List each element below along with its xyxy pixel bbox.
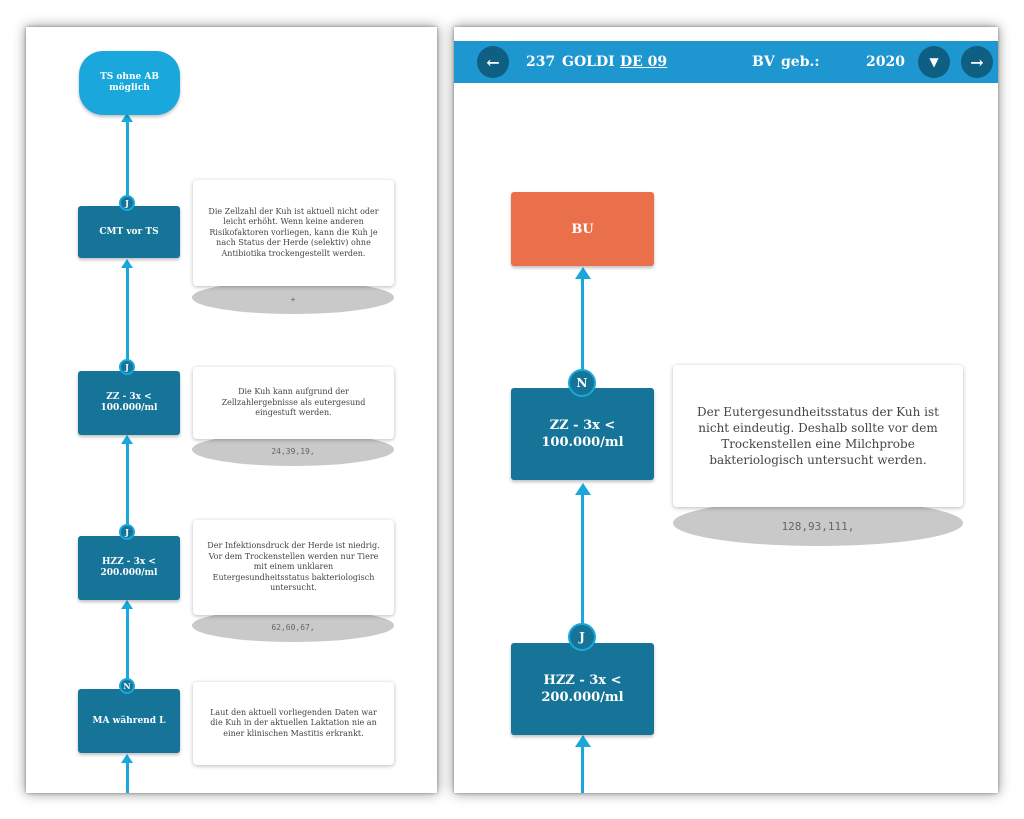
node-label: BU [571, 221, 594, 237]
animal-id-link[interactable]: DE 09 [620, 54, 668, 70]
connector-line [581, 275, 584, 387]
node-hzz-200000[interactable]: HZZ - 3x < 200.000/ml [511, 643, 654, 735]
caret-down-icon: ▼ [929, 55, 939, 69]
decision-badge-yes: J [119, 195, 135, 211]
info-card-zz: Die Kuh kann aufgrund der Zellzahlergebn… [193, 367, 394, 439]
node-zz-100000[interactable]: ZZ - 3x < 100.000/ml [78, 371, 180, 435]
decision-badge-yes: J [568, 623, 596, 651]
dropdown-button[interactable]: ▼ [918, 46, 950, 78]
arrow-left-icon: ← [486, 52, 500, 72]
arrow-up-icon [121, 113, 133, 122]
info-card-ma: Laut den aktuell vorliegenden Daten war … [193, 682, 394, 765]
node-ts-ohne-ab[interactable]: TS ohne AB möglich [79, 51, 180, 115]
arrow-right-icon: → [970, 52, 984, 72]
info-card-status: Der Eutergesundheitsstatus der Kuh ist n… [673, 365, 963, 507]
value-ellipse: + [192, 281, 394, 314]
node-bu[interactable]: BU [511, 192, 654, 266]
connector-line [126, 441, 129, 535]
node-label: HZZ - 3x < 200.000/ml [100, 557, 158, 578]
node-label: TS ohne AB möglich [100, 72, 159, 93]
arrow-up-icon [575, 735, 591, 747]
node-zz-100000[interactable]: ZZ - 3x < 100.000/ml [511, 388, 654, 480]
arrow-up-icon [575, 267, 591, 279]
connector-line [126, 606, 129, 686]
node-label: HZZ - 3x < 200.000/ml [541, 673, 624, 705]
connector-line [126, 265, 129, 370]
info-card-hzz: Der Infektionsdruck der Herde ist niedri… [193, 520, 394, 615]
animal-number: 237 [526, 54, 556, 70]
node-label: CMT vor TS [99, 226, 159, 237]
node-label: ZZ - 3x < 100.000/ml [100, 392, 158, 413]
decision-badge-no: N [568, 369, 596, 397]
bv-label: BV [752, 54, 775, 70]
connector-line [126, 119, 129, 205]
geb-label: geb.: [781, 54, 820, 70]
node-label: MA während L [92, 715, 166, 726]
node-label: ZZ - 3x < 100.000/ml [541, 418, 624, 450]
birth-year: 2020 [866, 54, 905, 70]
arrow-up-icon [121, 435, 133, 444]
node-ma-waehrend-l[interactable]: MA während L [78, 689, 180, 753]
arrow-up-icon [121, 600, 133, 609]
connector-line [126, 760, 129, 793]
arrow-up-icon [121, 259, 133, 268]
prev-animal-button[interactable]: ← [477, 46, 509, 78]
animal-name: GOLDI [562, 54, 615, 70]
connector-line [581, 491, 584, 643]
connector-line [581, 743, 584, 793]
next-animal-button[interactable]: → [961, 46, 993, 78]
arrow-up-icon [121, 754, 133, 763]
animal-header-bar: ← 237 GOLDI DE 09 BV geb.: 2020 ▼ → [454, 41, 998, 83]
decision-badge-yes: J [119, 524, 135, 540]
arrow-up-icon [575, 483, 591, 495]
info-card-cmt: Die Zellzahl der Kuh ist aktuell nicht o… [193, 180, 394, 286]
decision-badge-yes: J [119, 359, 135, 375]
value-ellipse: 128,93,111, [673, 500, 963, 546]
node-cmt-vor-ts[interactable]: CMT vor TS [78, 206, 180, 258]
left-flowchart-panel: TS ohne AB möglich CMT vor TS J ZZ - 3x … [26, 27, 437, 793]
right-flowchart-panel: ← 237 GOLDI DE 09 BV geb.: 2020 ▼ → BU Z… [454, 27, 998, 793]
node-hzz-200000[interactable]: HZZ - 3x < 200.000/ml [78, 536, 180, 600]
decision-badge-no: N [119, 678, 135, 694]
